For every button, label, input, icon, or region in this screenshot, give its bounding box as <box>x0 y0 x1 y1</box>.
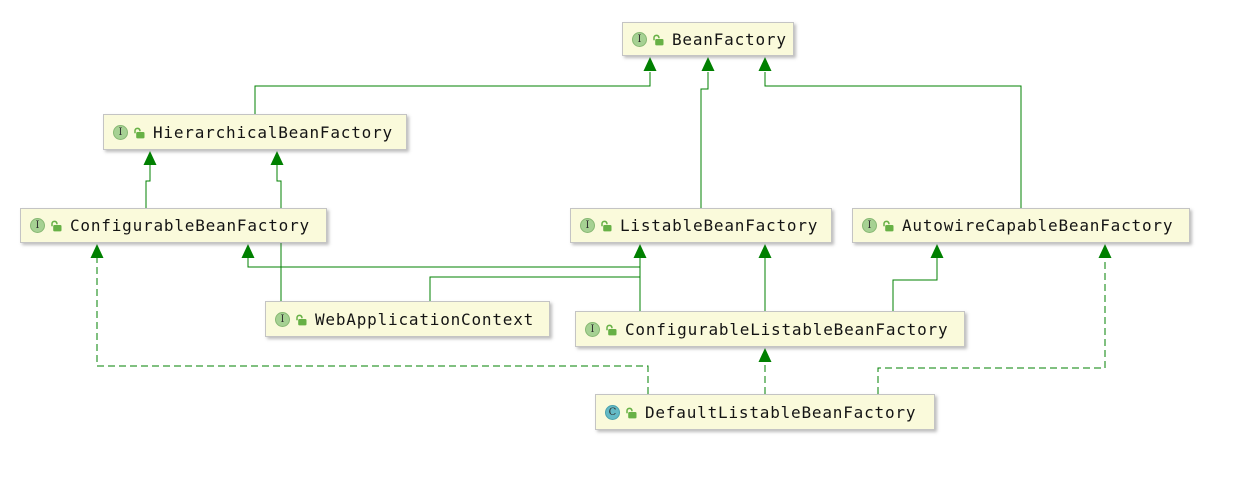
edge-HierarchicalBeanFactory--BeanFactory[interactable] <box>254 57 657 114</box>
arrowhead-icon <box>758 348 772 362</box>
interface-icon: I <box>580 218 595 233</box>
edge-DefaultListableBeanFactory--ConfigurableListableBeanFactory[interactable] <box>758 348 772 394</box>
arrowhead-icon <box>241 244 255 258</box>
node-WebApplicationContext[interactable]: I WebApplicationContext <box>265 301 550 337</box>
arrowhead-icon <box>90 244 104 258</box>
edge-ConfigurableListableBeanFactory--ListableBeanFactory[interactable] <box>758 244 772 311</box>
edge-line <box>892 258 938 311</box>
interface-icon: I <box>632 31 647 47</box>
node-AutowireCapableBeanFactory[interactable]: I AutowireCapableBeanFactory <box>852 208 1190 243</box>
edge-DefaultListableBeanFactory--ConfigurableBeanFactory[interactable] <box>90 244 649 394</box>
node-label: AutowireCapableBeanFactory <box>902 216 1174 235</box>
edge-DefaultListableBeanFactory--AutowireCapableBeanFactory[interactable] <box>877 244 1112 394</box>
edge-line <box>429 258 641 301</box>
node-BeanFactory[interactable]: I BeanFactory <box>622 22 794 56</box>
interface-icon: I <box>113 124 128 140</box>
public-unlocked-icon <box>606 324 617 335</box>
public-unlocked-icon <box>883 220 894 232</box>
arrowhead-icon <box>930 244 944 258</box>
arrowhead-icon <box>758 57 772 71</box>
arrowhead-icon <box>1098 244 1112 258</box>
node-label: BeanFactory <box>672 29 787 49</box>
arrowhead-icon <box>270 151 284 165</box>
edge-ConfigurableListableBeanFactory--AutowireCapableBeanFactory[interactable] <box>892 244 944 311</box>
edge-AutowireCapableBeanFactory--BeanFactory[interactable] <box>758 57 1022 208</box>
arrowhead-icon <box>143 151 157 165</box>
interface-icon: I <box>30 218 45 233</box>
node-ListableBeanFactory[interactable]: I ListableBeanFactory <box>570 208 832 243</box>
public-unlocked-icon <box>134 127 145 138</box>
public-unlocked-icon <box>296 314 307 325</box>
node-label: ListableBeanFactory <box>620 216 819 235</box>
edge-ConfigurableListableBeanFactory--ConfigurableBeanFactory[interactable] <box>241 244 641 311</box>
edge-ListableBeanFactory--BeanFactory[interactable] <box>700 57 715 208</box>
node-HierarchicalBeanFactory[interactable]: I HierarchicalBeanFactory <box>103 114 407 150</box>
public-unlocked-icon <box>626 407 637 418</box>
edge-WebApplicationContext--ListableBeanFactory[interactable] <box>429 244 647 301</box>
edge-line <box>247 258 641 311</box>
edge-ConfigurableBeanFactory--HierarchicalBeanFactory[interactable] <box>143 151 157 208</box>
arrowhead-icon <box>643 57 657 71</box>
arrowhead-icon <box>633 244 647 258</box>
node-DefaultListableBeanFactory[interactable]: C DefaultListableBeanFactory <box>595 394 935 430</box>
node-label: ConfigurableBeanFactory <box>70 216 310 235</box>
node-label: DefaultListableBeanFactory <box>645 402 917 422</box>
edge-line <box>254 72 651 114</box>
node-ConfigurableListableBeanFactory[interactable]: I ConfigurableListableBeanFactory <box>575 311 965 347</box>
interface-icon: I <box>275 311 290 327</box>
public-unlocked-icon <box>653 34 664 45</box>
interface-icon: I <box>862 218 877 233</box>
public-unlocked-icon <box>601 220 612 232</box>
public-unlocked-icon <box>51 220 62 232</box>
edge-line <box>764 72 1022 208</box>
arrowhead-icon <box>758 244 772 258</box>
node-label: HierarchicalBeanFactory <box>153 122 393 142</box>
edge-line <box>145 165 151 208</box>
node-label: WebApplicationContext <box>315 309 535 329</box>
interface-icon: I <box>585 321 600 337</box>
edge-line <box>700 72 709 208</box>
node-ConfigurableBeanFactory[interactable]: I ConfigurableBeanFactory <box>20 208 327 243</box>
arrowhead-icon <box>701 57 715 71</box>
edge-line <box>877 258 1106 394</box>
class-icon: C <box>605 404 620 420</box>
edge-line <box>96 258 649 394</box>
node-label: ConfigurableListableBeanFactory <box>625 319 949 339</box>
